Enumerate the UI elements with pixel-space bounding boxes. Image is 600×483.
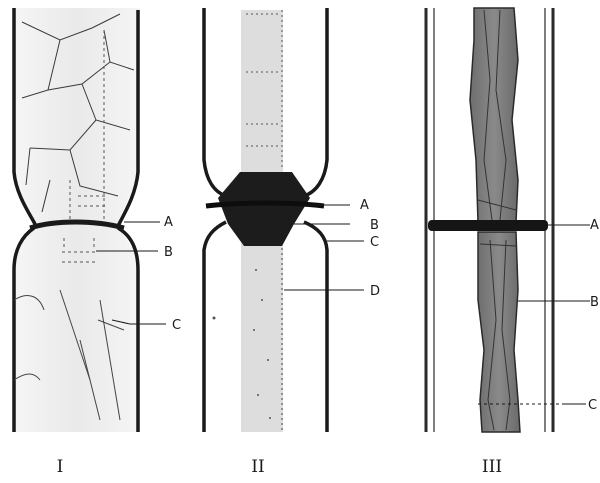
panel-3-septum bbox=[428, 220, 548, 231]
panel-3-upper-strand bbox=[470, 8, 518, 222]
panel-1-numeral: I bbox=[57, 457, 64, 477]
panel-1-label-a: A bbox=[164, 215, 173, 230]
panel-3-label-a: A bbox=[590, 218, 599, 233]
panel-1-label-c: C bbox=[172, 318, 181, 333]
panel-2-numeral: II bbox=[251, 457, 264, 477]
panel-3-lower-strand bbox=[478, 232, 520, 432]
panel-1: A B C I bbox=[14, 8, 181, 477]
panel-3-label-c: C bbox=[588, 398, 597, 413]
panel-2-label-d: D bbox=[370, 284, 380, 299]
panel-2: A B C D II bbox=[204, 8, 380, 477]
panel-3-label-b: B bbox=[590, 295, 599, 310]
panel-2-upper-wall-right bbox=[304, 8, 327, 196]
panel-2-lower-wall-left bbox=[204, 222, 226, 432]
panel-2-upper-wall-left bbox=[204, 8, 226, 196]
panel-1-label-b: B bbox=[164, 245, 173, 260]
panel-2-label-b: B bbox=[370, 218, 379, 233]
panel-2-label-a: A bbox=[360, 198, 369, 213]
panel-2-label-c: C bbox=[370, 235, 379, 250]
panel-2-plug bbox=[218, 172, 310, 246]
panel-2-lower-wall-right bbox=[304, 222, 327, 432]
panel-3: A B C III bbox=[426, 8, 599, 477]
panel-3-numeral: III bbox=[482, 457, 502, 477]
